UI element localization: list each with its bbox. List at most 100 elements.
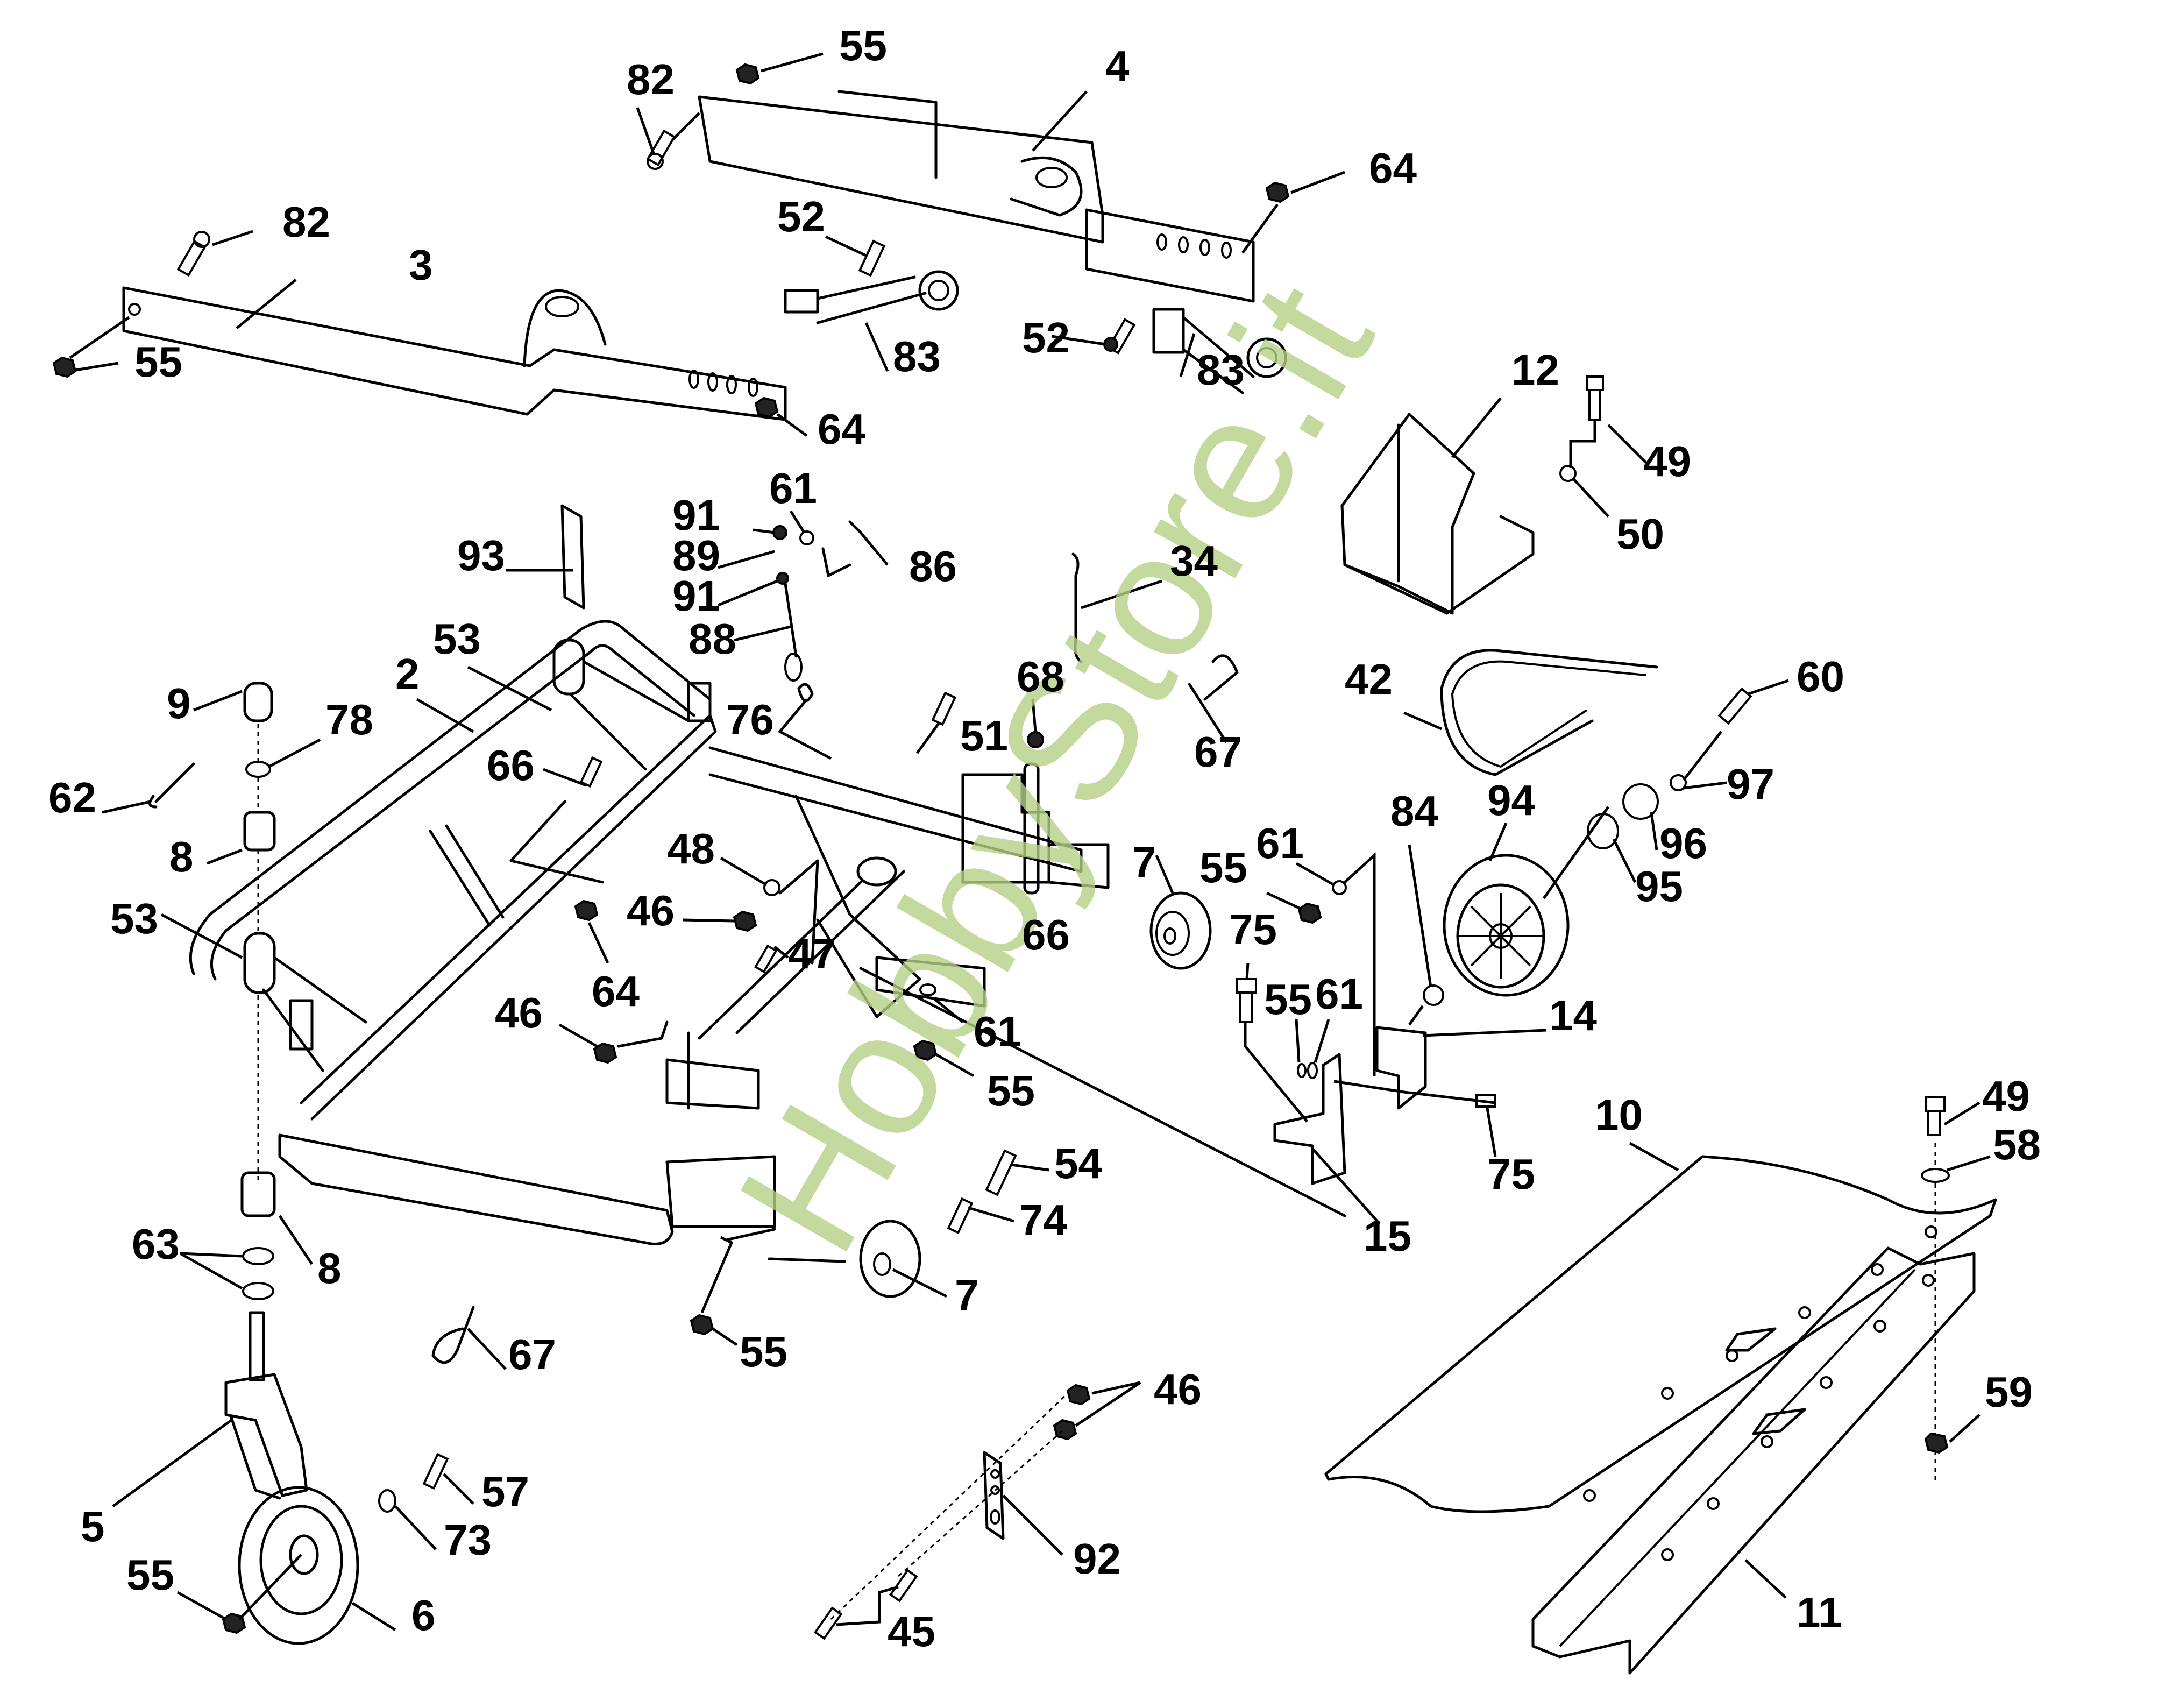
nut-icon [754,396,779,419]
part-label-6: 6 [411,1591,436,1639]
part-7-roller-upper [1149,891,1212,970]
bolt-82-upper [646,129,676,170]
part-label-66: 66 [1022,911,1070,959]
bolt-75-lower [1475,1094,1496,1108]
part-label-95: 95 [1635,862,1683,910]
part-8-bushing-upper [243,811,276,852]
part-93-plate [560,504,585,610]
part-label-9: 9 [167,679,191,727]
nut-icon [52,356,77,378]
part-83-left-bracket [784,270,959,324]
part-10-deck-plate [1324,1155,1997,1513]
part-label-5: 5 [81,1503,105,1550]
part-label-97: 97 [1727,760,1774,808]
part-label-55: 55 [987,1067,1035,1115]
part-label-61: 61 [974,1008,1021,1055]
part-label-54: 54 [1054,1139,1102,1187]
part-label-60: 60 [1797,653,1844,700]
part-7-roller-lower [859,1220,921,1298]
part-2-frame [189,620,1083,1245]
part-label-66: 66 [487,741,535,789]
washer-78 [245,761,271,778]
part-label-55: 55 [1264,975,1312,1023]
part-label-61: 61 [1315,970,1363,1018]
part-label-52: 52 [777,193,825,240]
part-label-88: 88 [688,615,736,663]
part-label-62: 62 [48,774,96,821]
part-label-55: 55 [1199,844,1247,891]
part-label-58: 58 [1993,1121,2041,1168]
bolt-47 [754,944,778,974]
part-label-46: 46 [627,887,675,934]
part-label-57: 57 [481,1468,529,1515]
center-hinge-assembly [665,762,1346,1228]
part-label-55: 55 [839,22,887,69]
part-label-84: 84 [1390,787,1438,835]
bolt-82-left [176,231,210,277]
part-label-82: 82 [282,198,330,246]
bolt-75-upper [1236,978,1257,1023]
bolt-52-left [858,239,886,277]
part-34-spring [1071,552,1083,663]
part-label-94: 94 [1487,776,1535,824]
part-label-82: 82 [627,55,675,103]
part-label-68: 68 [1017,653,1064,700]
spacer-74 [947,1197,974,1235]
part-label-8: 8 [317,1244,342,1292]
part-label-46: 46 [1154,1365,1202,1413]
part-label-91: 91 [672,491,720,539]
part-label-64: 64 [818,405,865,453]
part-label-48: 48 [667,825,715,873]
part-label-55: 55 [126,1551,174,1599]
part-label-12: 12 [1511,346,1559,394]
part-label-86: 86 [909,542,957,590]
part-label-49: 49 [1982,1072,2030,1120]
part-67-hairpin [431,1306,475,1364]
watermark: HobbyStore.it [700,252,1411,1284]
part-label-93: 93 [457,531,505,579]
part-label-3: 3 [409,241,433,289]
bolt-57 [422,1452,449,1490]
part-label-45: 45 [888,1607,935,1655]
part-label-7: 7 [1132,838,1156,886]
part-label-76: 76 [726,696,774,743]
part-83-right-bracket [1152,308,1287,394]
part-label-49: 49 [1643,437,1691,485]
part-42-belt [1440,649,1658,776]
part-label-74: 74 [1019,1196,1067,1244]
bolt-49-bottom [1925,1096,1946,1136]
nut-icon [1924,1432,1949,1454]
part-14-bracket [1375,1026,1427,1110]
part-label-73: 73 [444,1516,492,1564]
nut-icon [574,899,599,922]
part-label-75: 75 [1487,1150,1535,1198]
nut-icon [1053,1419,1077,1441]
nut-icon [690,1314,714,1336]
nut-icon [593,1042,617,1064]
bolt-51 [931,691,957,726]
nut-icon [735,63,760,85]
part-62-cotter-pin [148,762,195,809]
part-label-67: 67 [508,1330,556,1378]
part-15-angle-bracket [1273,1053,1346,1185]
part-5-caster-fork [224,1311,308,1500]
part-label-52: 52 [1022,314,1070,362]
part-label-96: 96 [1659,819,1707,867]
part-8-bushing-lower [240,1171,276,1217]
part-label-51: 51 [960,712,1008,760]
nut-icon [1297,902,1322,924]
part-label-83: 83 [893,332,941,380]
part-label-47: 47 [788,930,836,977]
part-label-64: 64 [592,967,640,1015]
bolt-49-top [1586,375,1604,421]
bolt-52-right [1103,318,1136,355]
nut-icon [1066,1384,1091,1406]
part-label-55: 55 [134,338,182,386]
part-label-89: 89 [672,531,720,579]
part-label-53: 53 [433,615,481,663]
part-label-92: 92 [1073,1535,1121,1583]
part-label-61: 61 [769,464,817,512]
part-92-plate [983,1451,1005,1540]
